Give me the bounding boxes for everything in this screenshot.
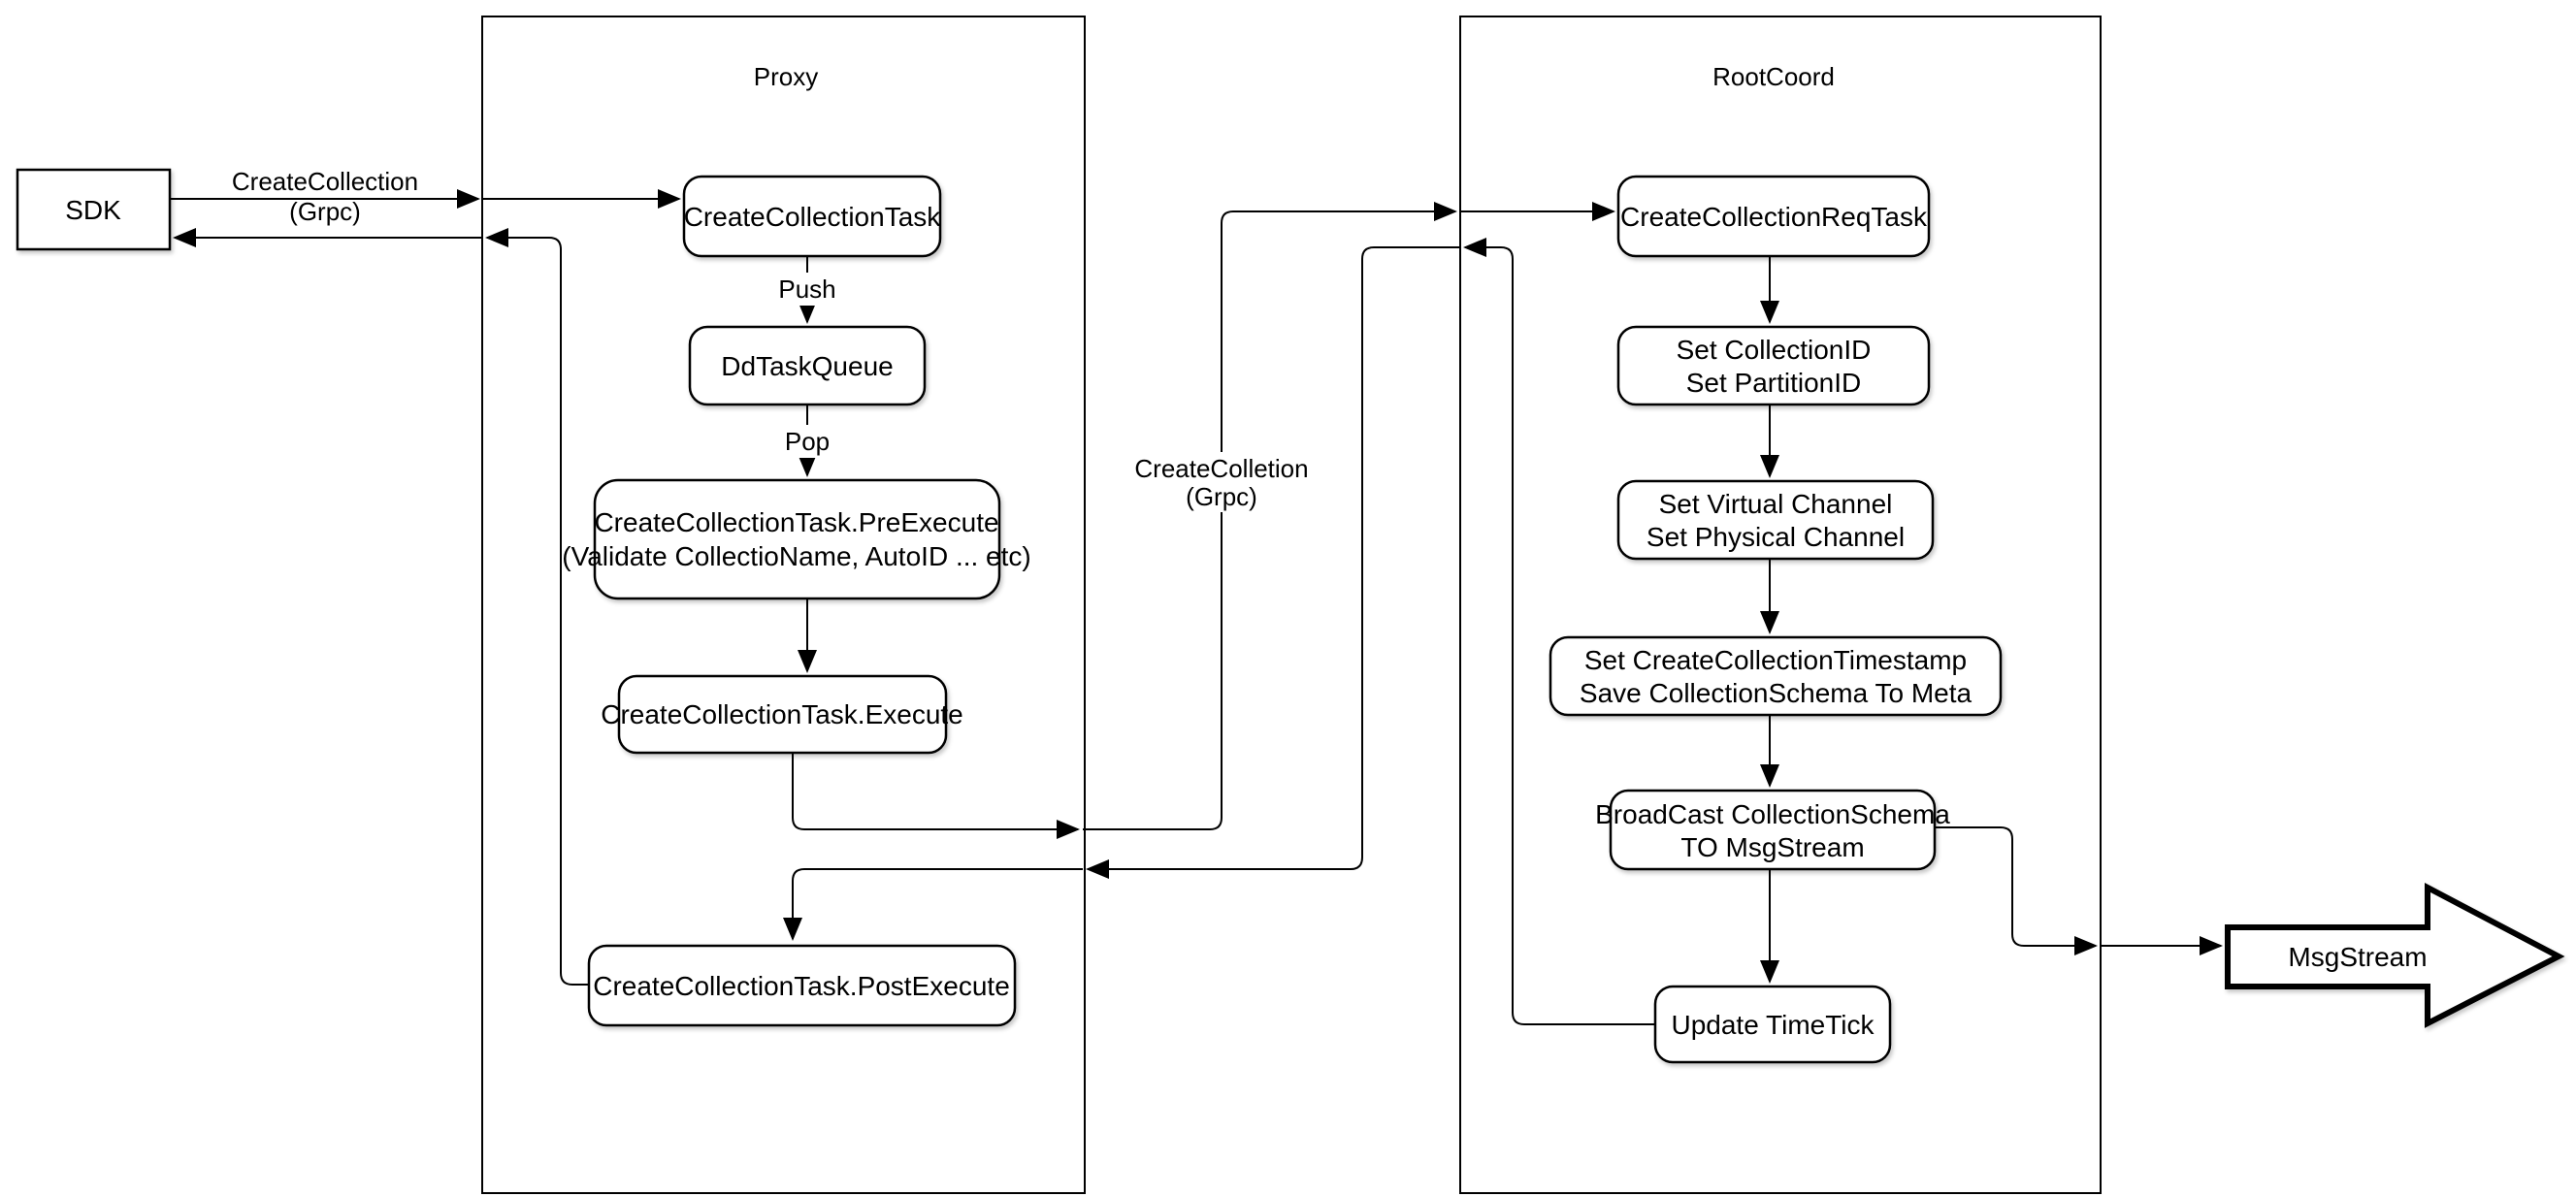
node-dd-task-queue: DdTaskQueue	[688, 325, 927, 406]
nodes: SDK CreateCollectionTask DdTaskQueue Cre…	[16, 168, 2565, 1064]
pop-label: Pop	[785, 427, 830, 456]
node-create-collection-task-label: CreateCollectionTask	[684, 202, 942, 232]
mid-grpc-label-bg	[1135, 452, 1308, 512]
node-update-timetick: Update TimeTick	[1653, 985, 1892, 1064]
node-preexecute-label-line1: CreateCollectionTask.PreExecute	[594, 507, 998, 537]
node-preexecute-box	[593, 478, 1001, 600]
rootcoord-container-border	[1459, 16, 2102, 1194]
pop-label-bg	[776, 425, 838, 458]
node-dd-task-queue-label: DdTaskQueue	[721, 351, 893, 381]
rootcoord-container: RootCoord	[1459, 16, 2102, 1194]
push-label: Push	[778, 275, 835, 304]
node-set-timestamp-box	[1549, 635, 2003, 717]
node-set-timestamp: Set CreateCollectionTimestamp Save Colle…	[1549, 635, 2003, 717]
node-sdk-box	[16, 168, 172, 251]
node-execute-label: CreateCollectionTask.Execute	[601, 699, 963, 729]
node-preexecute: CreateCollectionTask.PreExecute (Validat…	[562, 478, 1031, 600]
node-update-timetick-label: Update TimeTick	[1671, 1010, 1875, 1040]
node-set-channels-label-line1: Set Virtual Channel	[1659, 489, 1893, 519]
node-execute-box	[617, 674, 948, 755]
node-msgstream-label: MsgStream	[2288, 942, 2427, 972]
mid-grpc-label-line1: CreateColletion	[1134, 454, 1308, 483]
edge-return-to-postexecute	[783, 868, 1083, 941]
node-req-task: CreateCollectionReqTask	[1616, 175, 1931, 258]
node-set-channels: Set Virtual Channel Set Physical Channel	[1616, 479, 1935, 561]
node-dd-task-queue-box	[688, 325, 927, 406]
node-set-timestamp-label-line1: Set CreateCollectionTimestamp	[1584, 645, 1967, 675]
node-set-channels-label-line2: Set Physical Channel	[1647, 522, 1905, 552]
node-set-timestamp-label-line2: Save CollectionSchema To Meta	[1580, 678, 1973, 708]
node-execute: CreateCollectionTask.Execute	[601, 674, 963, 755]
node-broadcast-label-line1: BroadCast CollectionSchema	[1595, 799, 1950, 829]
edge-return-to-proxy-border	[1086, 246, 1460, 879]
edge-labels: CreateCollection (Grpc) Push Pop CreateC…	[232, 167, 1309, 512]
node-set-ids-label-line2: Set PartitionID	[1686, 368, 1862, 398]
node-sdk-label: SDK	[65, 195, 121, 225]
proxy-container: Proxy	[481, 16, 1086, 1194]
node-msgstream: MsgStream	[2225, 883, 2565, 1028]
node-req-task-box	[1616, 175, 1931, 258]
edge-updatetimetick-to-rootcoord-border	[1463, 238, 1655, 1025]
node-broadcast-label-line2: TO MsgStream	[1680, 832, 1864, 862]
node-postexecute: CreateCollectionTask.PostExecute	[587, 944, 1017, 1027]
node-broadcast-box	[1609, 789, 1937, 871]
mid-grpc-label-line2: (Grpc)	[1186, 482, 1257, 511]
node-preexecute-label-line2: (Validate CollectioName, AutoID ... etc)	[562, 541, 1030, 571]
sdk-grpc-label-line1: CreateCollection	[232, 167, 418, 196]
proxy-container-border	[481, 16, 1086, 1194]
proxy-container-title: Proxy	[754, 62, 818, 91]
node-req-task-label: CreateCollectionReqTask	[1620, 202, 1928, 232]
edge-broadcast-to-rootcoord-border	[1935, 826, 2098, 955]
node-postexecute-label: CreateCollectionTask.PostExecute	[593, 971, 1010, 1001]
node-create-collection-task-box	[682, 175, 942, 258]
node-create-collection-task: CreateCollectionTask	[682, 175, 942, 258]
sdk-grpc-label-line2: (Grpc)	[289, 197, 361, 226]
node-set-ids-box	[1616, 325, 1931, 406]
msgstream-block-arrow-icon	[2225, 883, 2565, 1028]
node-postexecute-box	[587, 944, 1017, 1027]
edge-execute-to-proxy-border	[792, 753, 1080, 839]
node-set-ids-label-line1: Set CollectionID	[1677, 335, 1872, 365]
node-sdk: SDK	[16, 168, 172, 251]
edges	[170, 189, 2223, 1025]
node-set-ids: Set CollectionID Set PartitionID	[1616, 325, 1931, 406]
node-set-channels-box	[1616, 479, 1935, 561]
push-label-bg	[771, 273, 843, 306]
node-broadcast: BroadCast CollectionSchema TO MsgStream	[1595, 789, 1950, 871]
edge-proxy-border-to-rootcoord	[1083, 202, 1457, 830]
node-update-timetick-box	[1653, 985, 1892, 1064]
edge-postexecute-to-proxy-border	[485, 228, 589, 986]
rootcoord-container-title: RootCoord	[1712, 62, 1835, 91]
